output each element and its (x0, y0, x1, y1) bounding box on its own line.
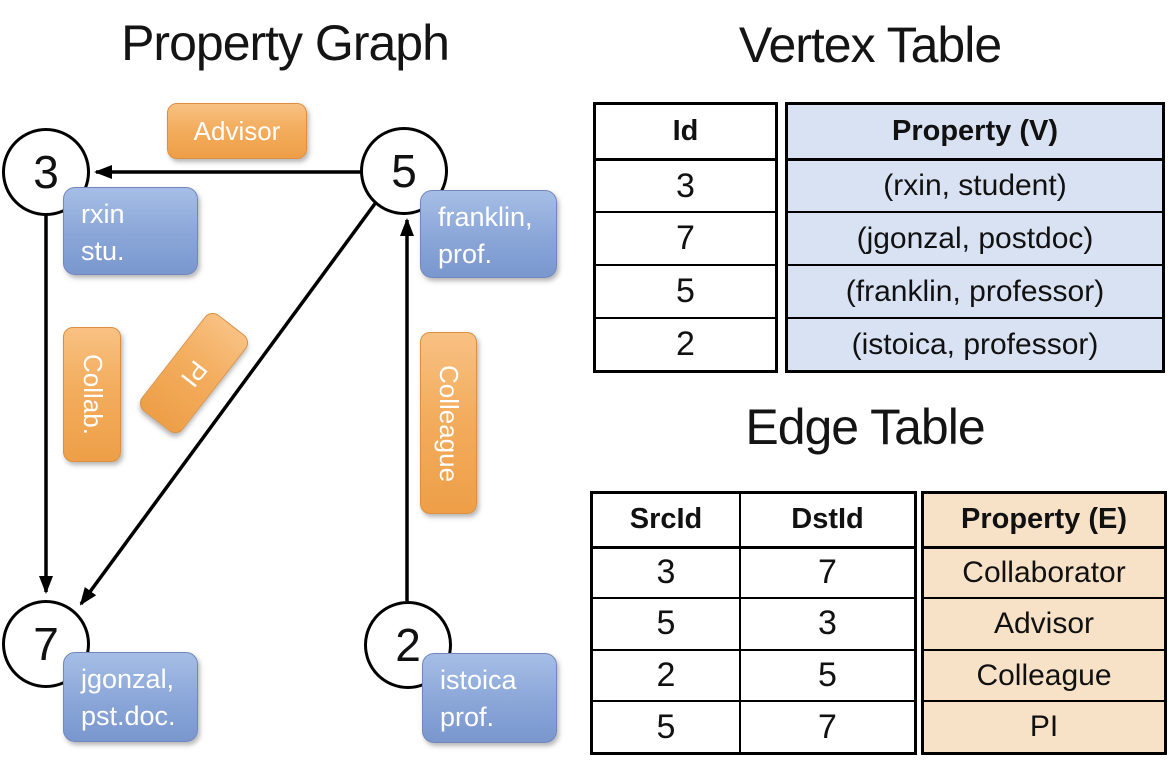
edge-5-to-7 (79, 188, 387, 606)
column-header: Id (672, 115, 699, 147)
column-header: Property (V) (892, 115, 1058, 147)
table-cell: 5 (741, 648, 914, 701)
property-graph-title: Property Graph (121, 15, 450, 71)
edge-label-text: Colleague (434, 364, 464, 482)
table-cell: (istoica, professor) (788, 317, 1162, 370)
column-header: Property (E) (961, 503, 1127, 536)
table-cell: 3 (593, 545, 741, 598)
vertex-table-title: Vertex Table (738, 17, 1002, 73)
graph-edges (39, 165, 414, 606)
edge-table-property-column: Property (E) Collaborator Advisor Collea… (921, 491, 1167, 755)
node-property-franklin: franklin, prof. (420, 190, 557, 278)
edge-label-text: Advisor (193, 115, 281, 146)
table-cell: (jgonzal, postdoc) (788, 211, 1162, 264)
table-cell: 5 (593, 597, 741, 649)
table-cell: 5 (596, 264, 775, 317)
node-property-istoica: istoica prof. (422, 653, 557, 743)
table-cell: 2 (596, 317, 775, 370)
vertex-table-property-column: Property (V) (rxin, student) (jgonzal, p… (785, 102, 1165, 373)
table-cell: 2 (593, 648, 741, 701)
edge-table-title: Edge Table (745, 399, 985, 455)
node-id-label: 7 (33, 618, 59, 670)
node-property-jgonzal: jgonzal, pst.doc. (63, 652, 198, 742)
table-cell: 7 (596, 211, 775, 264)
vertex-node-2: 2 (364, 601, 452, 689)
edge-label-collab: Collab. (63, 327, 121, 462)
table-cell: 7 (741, 545, 914, 598)
table-cell: 7 (741, 700, 914, 752)
table-cell: Colleague (924, 648, 1164, 701)
column-header: DstId (791, 503, 864, 536)
table-cell: Advisor (924, 597, 1164, 649)
vertex-table-id-column: Id 3 7 5 2 (593, 102, 778, 373)
table-cell: (franklin, professor) (788, 264, 1162, 317)
node-id-label: 5 (391, 145, 417, 197)
node-property-rxin: rxin stu. (63, 187, 198, 275)
edge-label-text: PI (175, 354, 214, 393)
table-cell: 3 (596, 158, 775, 211)
node-id-label: 3 (33, 146, 59, 198)
table-cell: 3 (741, 597, 914, 649)
edge-table-id-columns: SrcId DstId 3 7 5 3 2 5 5 7 (590, 491, 917, 755)
node-id-label: 2 (395, 619, 421, 671)
edge-label-text: Collab. (77, 354, 108, 435)
edge-label-colleague: Colleague (420, 332, 477, 514)
table-cell: (rxin, student) (788, 158, 1162, 211)
table-cell: Collaborator (924, 545, 1164, 598)
edge-label-advisor: Advisor (167, 103, 307, 159)
table-cell: 5 (593, 700, 741, 752)
vertex-node-5: 5 (360, 127, 448, 215)
column-header: SrcId (593, 494, 741, 546)
table-cell: PI (924, 700, 1164, 752)
